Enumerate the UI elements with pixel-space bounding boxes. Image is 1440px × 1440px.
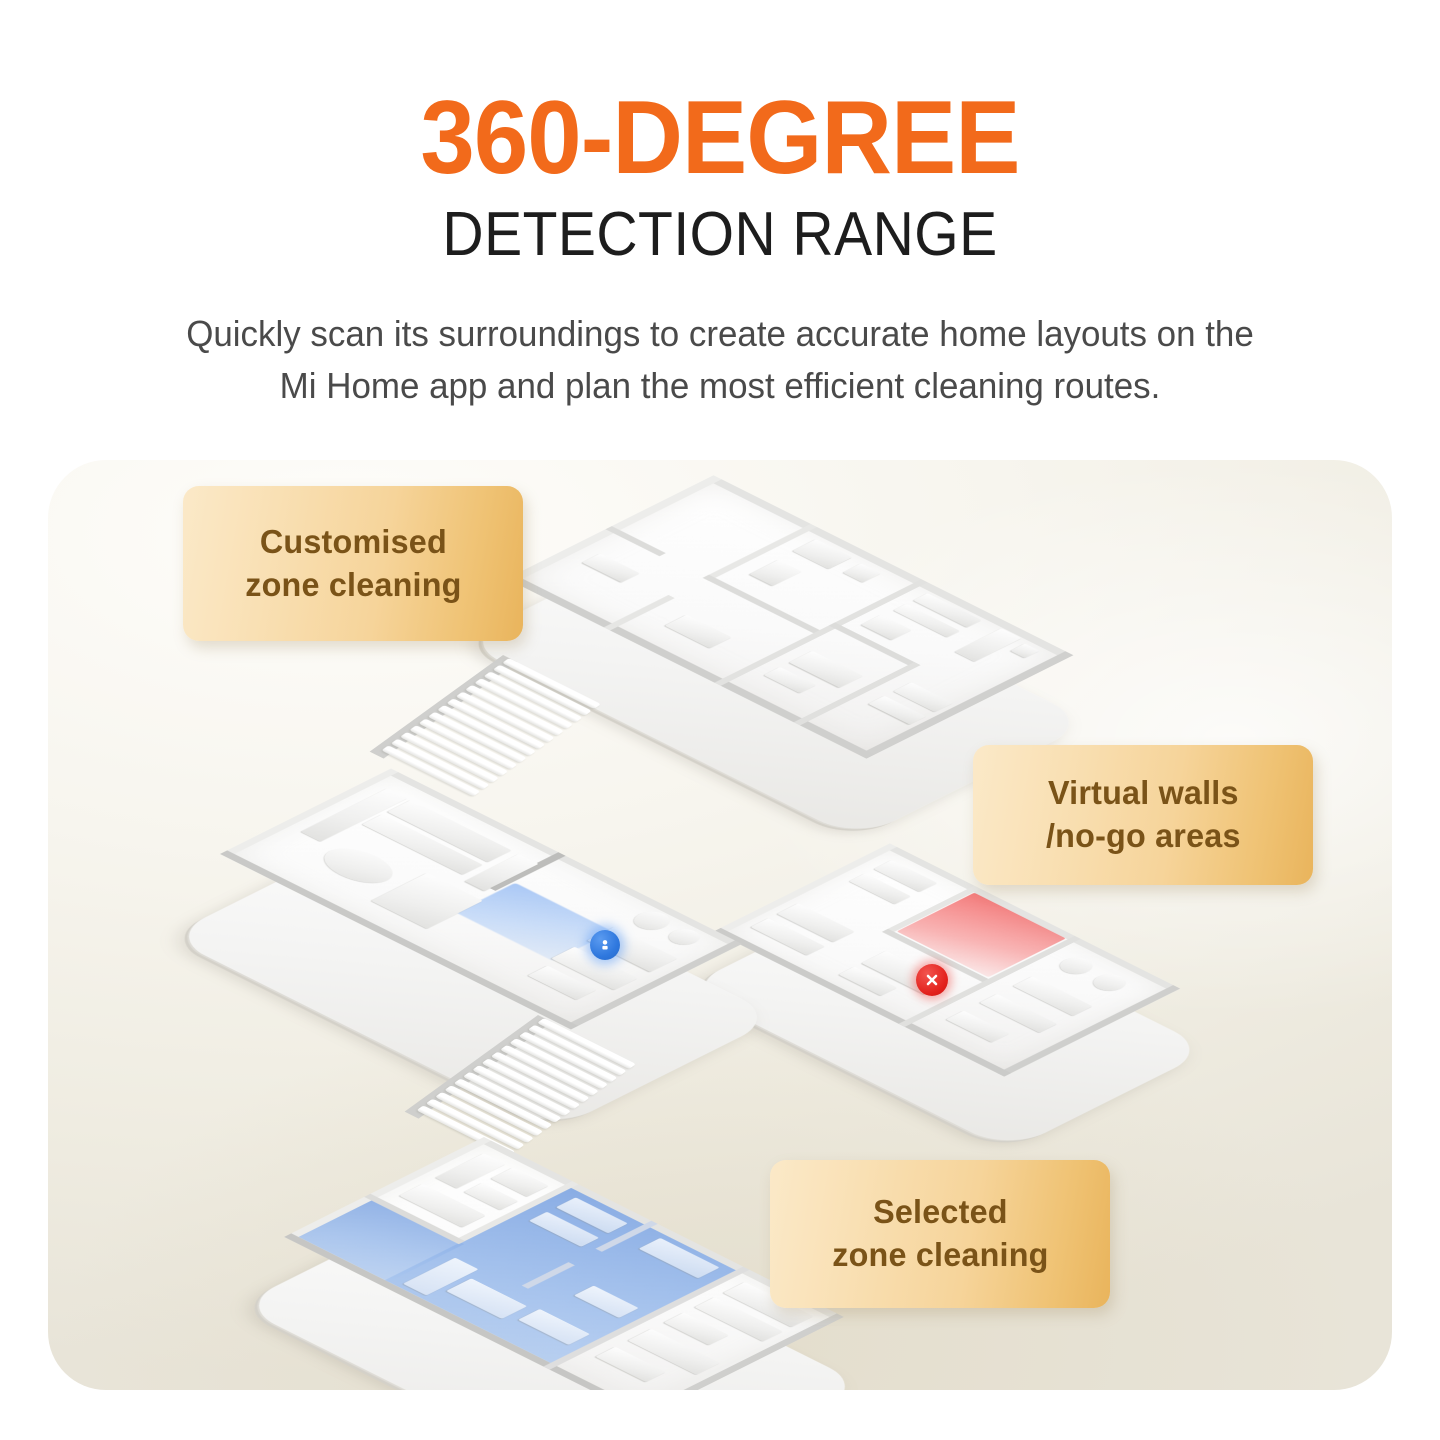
no-go-badge [916,964,948,996]
illustration-panel: Customised zone cleaning Virtual walls /… [48,460,1392,1390]
pin-icon [602,940,608,950]
callout-selected-zone-cleaning[interactable]: Selected zone cleaning [770,1160,1110,1308]
close-icon [926,974,938,986]
callout-label: Virtual walls /no-go areas [1045,774,1241,854]
page-description: Quickly scan its surroundings to create … [186,313,1254,407]
header: 360-DEGREE DETECTION RANGE Quickly scan … [0,0,1440,412]
callout-virtual-walls-no-go-areas[interactable]: Virtual walls /no-go areas [973,745,1313,885]
page-subtitle-heading: DETECTION RANGE [442,200,998,269]
selected-zone-badge [590,930,620,960]
page-title: 360-DEGREE [420,80,1020,196]
floor-middle-left [167,760,848,1130]
callout-label: Selected zone cleaning [831,1193,1049,1273]
callout-customised-zone-cleaning[interactable]: Customised zone cleaning [183,486,523,641]
callout-label: Customised zone cleaning [244,522,462,603]
floor-middle-right [683,820,1211,1151]
